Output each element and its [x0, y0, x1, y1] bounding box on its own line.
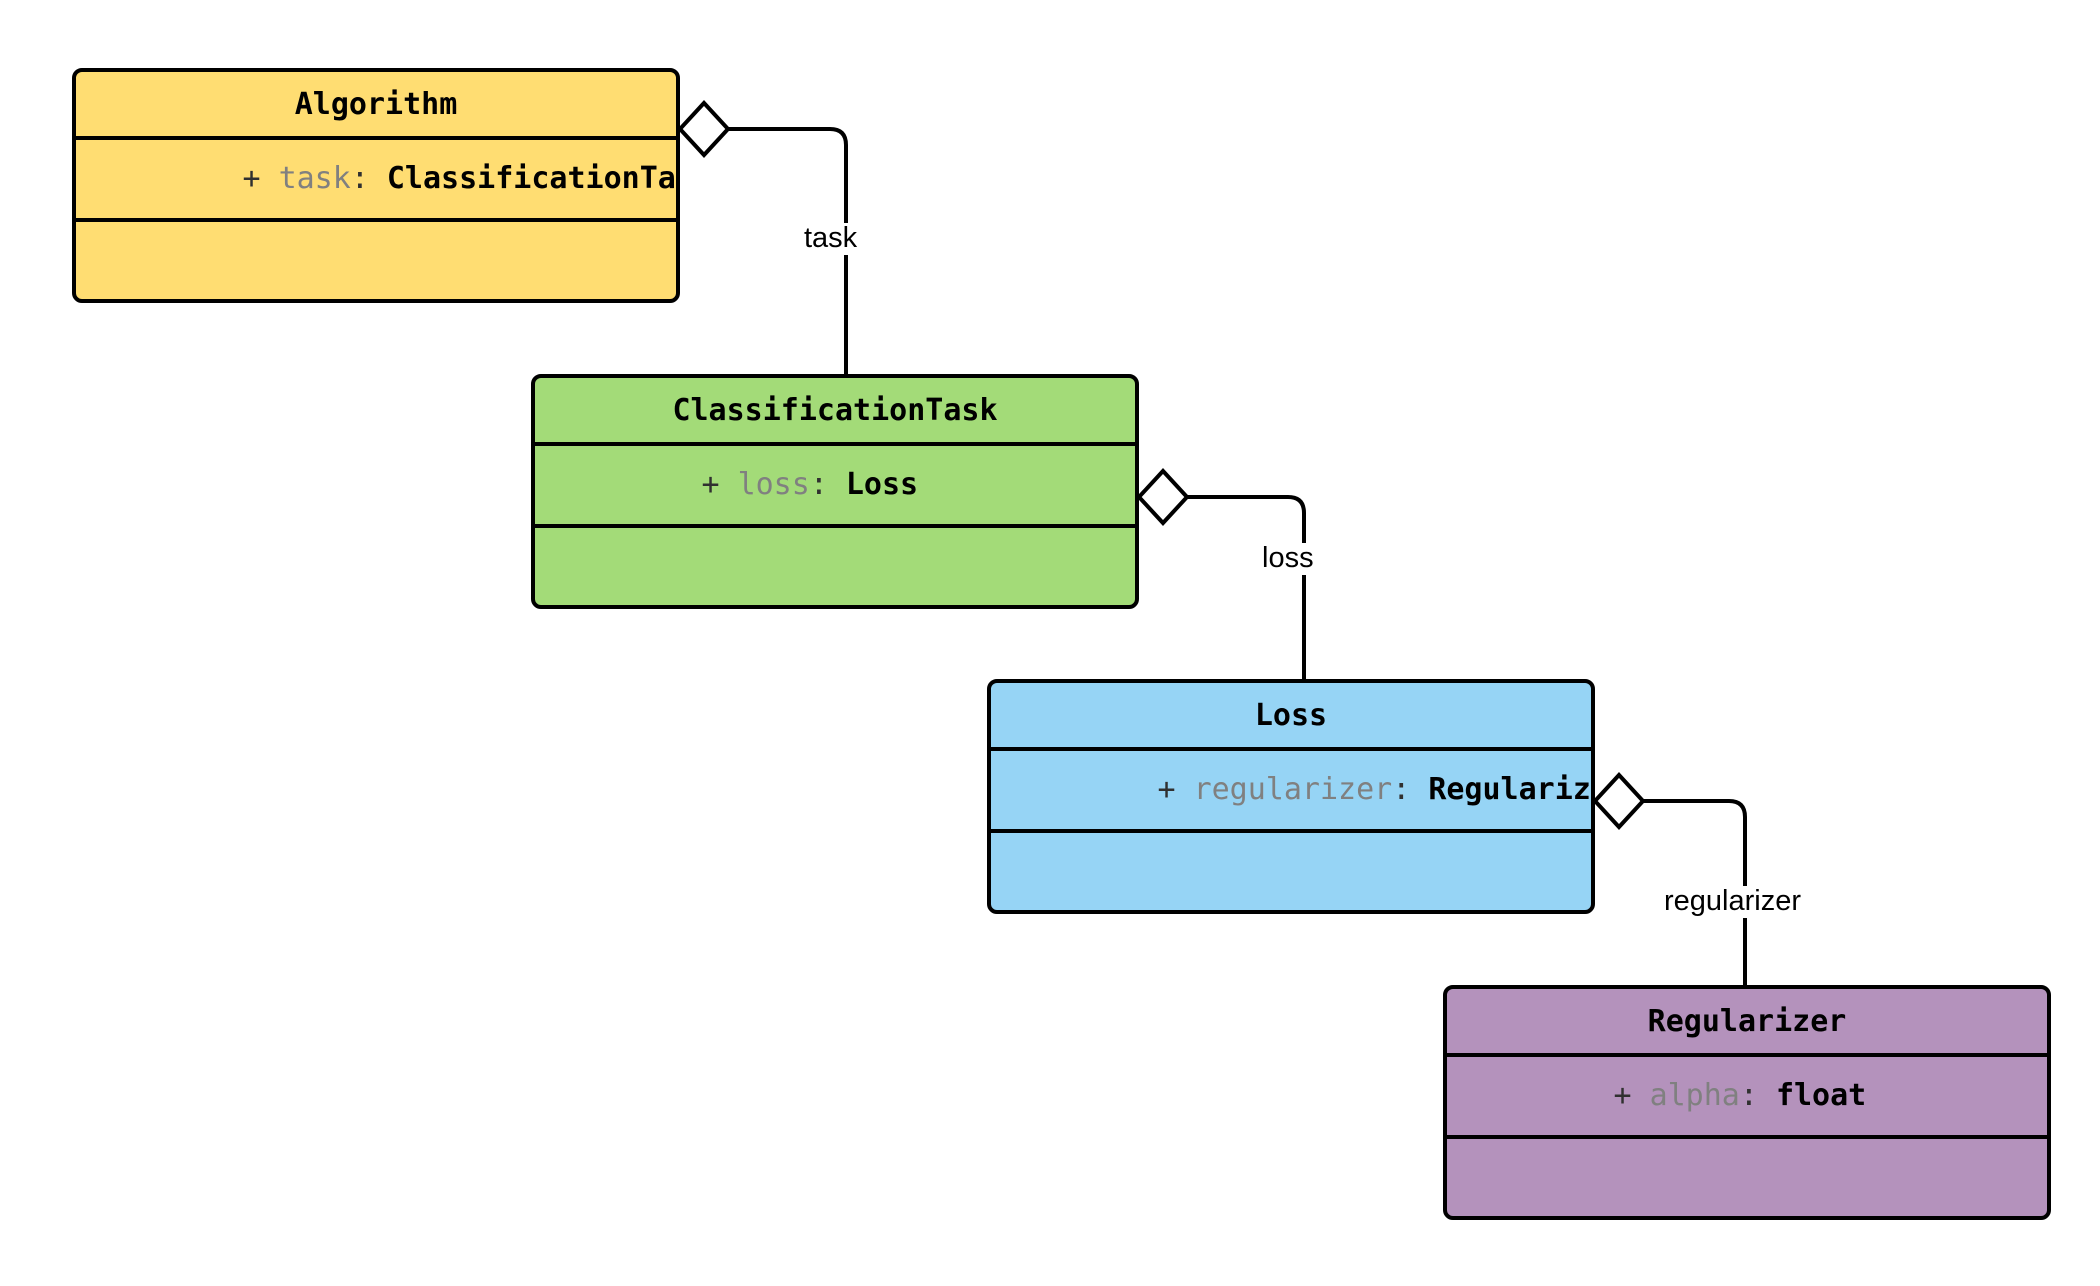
class-box-classificationtask[interactable]: ClassificationTask + loss: Loss [531, 374, 1139, 609]
class-title-algorithm: Algorithm [76, 72, 676, 140]
aggregation-diamond-icon [677, 100, 731, 158]
attribute-colon: : [809, 467, 828, 502]
attribute-colon: : [350, 161, 369, 196]
relationship-label-regularizer: regularizer [1660, 885, 1805, 918]
attribute-type: Regularizer [1428, 772, 1591, 807]
class-box-regularizer[interactable]: Regularizer + alpha: float [1443, 985, 2051, 1220]
attribute-visibility: + [1157, 772, 1176, 807]
aggregation-diamond-icon [1136, 468, 1190, 526]
attribute-name: task [278, 161, 351, 196]
class-title-loss: Loss [991, 683, 1591, 751]
attribute-visibility: + [1613, 1078, 1632, 1113]
attribute-type: float [1775, 1078, 1867, 1113]
relationship-loss [1136, 468, 1306, 679]
relationship-loss-line [1187, 495, 1306, 679]
attribute-visibility: + [242, 161, 261, 196]
aggregation-diamond-icon [1592, 772, 1646, 830]
class-title-classificationtask: ClassificationTask [535, 378, 1135, 446]
class-attributes-regularizer: + alpha: float [1447, 1057, 2047, 1139]
attribute-colon: : [1739, 1078, 1758, 1113]
class-methods-algorithm [76, 222, 676, 299]
attribute-colon: : [1392, 772, 1411, 807]
attribute-row: + task: ClassificationTask [98, 134, 680, 224]
attribute-row: + regularizer: Regularizer [1013, 745, 1592, 835]
attribute-name: alpha [1649, 1078, 1740, 1113]
relationship-regularizer [1592, 772, 1747, 985]
attribute-row: + alpha: float [1469, 1051, 1867, 1141]
class-methods-regularizer [1447, 1139, 2047, 1216]
class-methods-classificationtask [535, 528, 1135, 605]
class-box-loss[interactable]: Loss + regularizer: Regularizer [987, 679, 1595, 914]
attribute-type: Loss [845, 467, 919, 502]
relationship-label-loss: loss [1258, 542, 1318, 575]
attribute-type: ClassificationTask [386, 161, 680, 196]
relationship-label-task: task [800, 222, 862, 255]
attribute-visibility: + [701, 467, 720, 502]
class-methods-loss [991, 833, 1591, 910]
attribute-row: + loss: Loss [557, 440, 919, 530]
class-attributes-loss: + regularizer: Regularizer [991, 751, 1591, 833]
class-attributes-algorithm: +task:ClassificationTask [76, 140, 676, 222]
attribute-name: regularizer [1193, 772, 1393, 807]
attribute-name: loss [737, 467, 810, 502]
class-box-algorithm[interactable]: Algorithm + task: ClassificationTask [72, 68, 680, 303]
class-title-regularizer: Regularizer [1447, 989, 2047, 1057]
class-attributes-classificationtask: + loss: Loss [535, 446, 1135, 528]
